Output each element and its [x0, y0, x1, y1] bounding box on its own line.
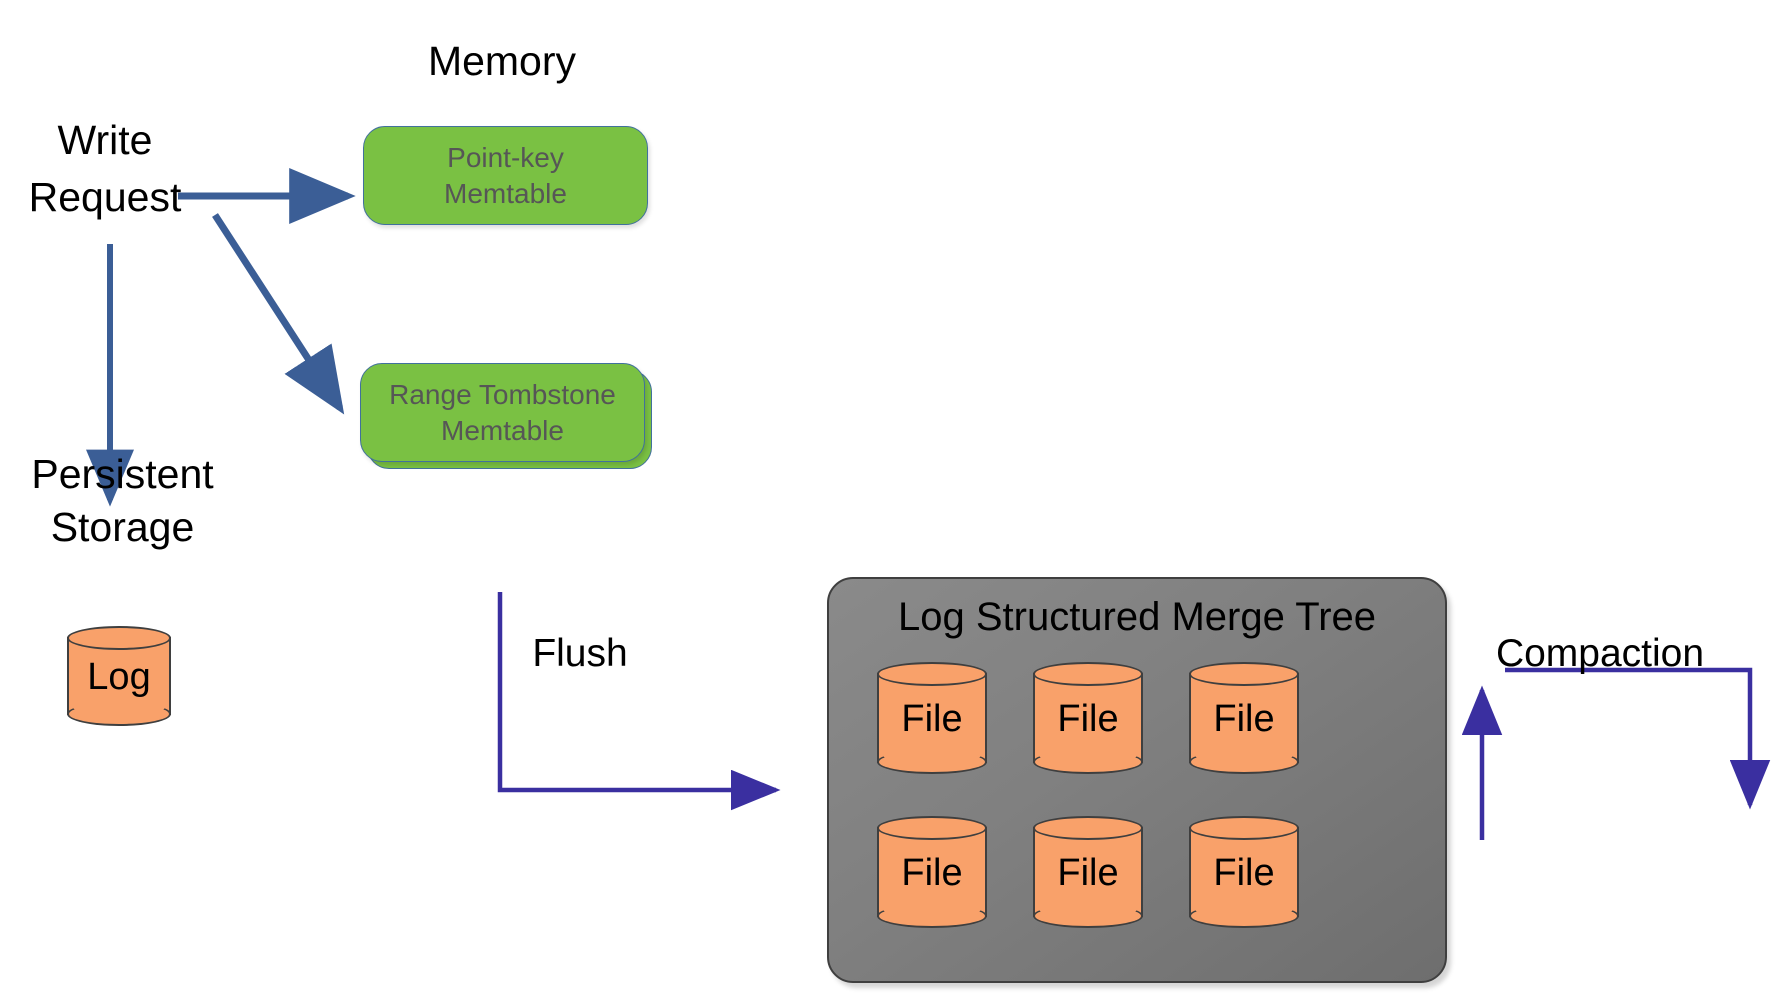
- cylinder-bottom-ellipse: [1189, 750, 1299, 774]
- range-tombstone-memtable-line-2: Memtable: [441, 414, 564, 446]
- cylinder-top-ellipse: [1189, 816, 1299, 840]
- point-key-memtable-box: Point-key Memtable: [363, 126, 648, 225]
- range-tombstone-memtable-label: Range Tombstone Memtable: [389, 377, 616, 449]
- cylinder-bottom-ellipse: [877, 750, 987, 774]
- log-cylinder-label: Log: [87, 656, 151, 699]
- cylinder-top-ellipse: [877, 816, 987, 840]
- cylinder-body: [1189, 827, 1299, 917]
- cylinder-body: [1033, 673, 1143, 763]
- log-cylinder-icon: Log: [67, 626, 171, 726]
- file-cylinder-label: File: [1213, 852, 1275, 895]
- compaction-loop-arrow: [1461, 667, 1771, 840]
- cylinder-top-ellipse: [1033, 662, 1143, 686]
- cylinder-top-ellipse: [877, 662, 987, 686]
- file-cylinder-icon: File: [877, 662, 987, 774]
- lsm-file-grid: File File File File: [877, 662, 1401, 928]
- cylinder-body: [1033, 827, 1143, 917]
- flush-label: Flush: [532, 632, 628, 675]
- range-tombstone-memtable-line-1: Range Tombstone: [389, 378, 616, 410]
- file-cylinder-icon: File: [877, 816, 987, 928]
- point-key-memtable-line-2: Memtable: [444, 177, 567, 209]
- file-cylinder-label: File: [901, 852, 963, 895]
- cylinder-body: [877, 673, 987, 763]
- persistent-storage-label: Persistent Storage: [0, 448, 245, 555]
- write-to-range-tombstone-arrow: [212, 213, 345, 415]
- file-cylinder-icon: File: [1033, 816, 1143, 928]
- file-cylinder-label: File: [1213, 698, 1275, 741]
- flush-arrow: [497, 592, 781, 811]
- write-request-line-1: Write: [57, 117, 153, 163]
- memory-label: Memory: [427, 38, 577, 84]
- file-cylinder-icon: File: [1033, 662, 1143, 774]
- cylinder-bottom-ellipse: [67, 702, 171, 726]
- point-key-memtable-line-1: Point-key: [447, 141, 564, 173]
- cylinder-top-ellipse: [67, 626, 171, 650]
- range-tombstone-memtable-box: Range Tombstone Memtable: [360, 363, 645, 462]
- cylinder-bottom-ellipse: [877, 904, 987, 928]
- persistent-storage-line-2: Storage: [50, 504, 195, 551]
- cylinder-top-ellipse: [1189, 662, 1299, 686]
- cylinder-top-ellipse: [1033, 816, 1143, 840]
- compaction-label: Compaction: [1495, 632, 1705, 675]
- cylinder-bottom-ellipse: [1189, 904, 1299, 928]
- write-request-line-2: Request: [28, 173, 182, 220]
- cylinder-body: [1189, 673, 1299, 763]
- file-cylinder-icon: File: [1189, 816, 1299, 928]
- file-cylinder-label: File: [1057, 852, 1119, 895]
- cylinder-body: [877, 827, 987, 917]
- cylinder-bottom-ellipse: [1033, 904, 1143, 928]
- persistent-storage-line-1: Persistent: [31, 451, 214, 497]
- file-cylinder-icon: File: [1189, 662, 1299, 774]
- write-request-label: Write Request: [0, 112, 210, 225]
- log-structured-merge-tree-container: Log Structured Merge Tree File File File: [827, 577, 1447, 983]
- lsm-tree-title: Log Structured Merge Tree: [897, 595, 1377, 639]
- file-cylinder-label: File: [1057, 698, 1119, 741]
- cylinder-bottom-ellipse: [1033, 750, 1143, 774]
- point-key-memtable-label: Point-key Memtable: [444, 140, 567, 212]
- file-cylinder-label: File: [901, 698, 963, 741]
